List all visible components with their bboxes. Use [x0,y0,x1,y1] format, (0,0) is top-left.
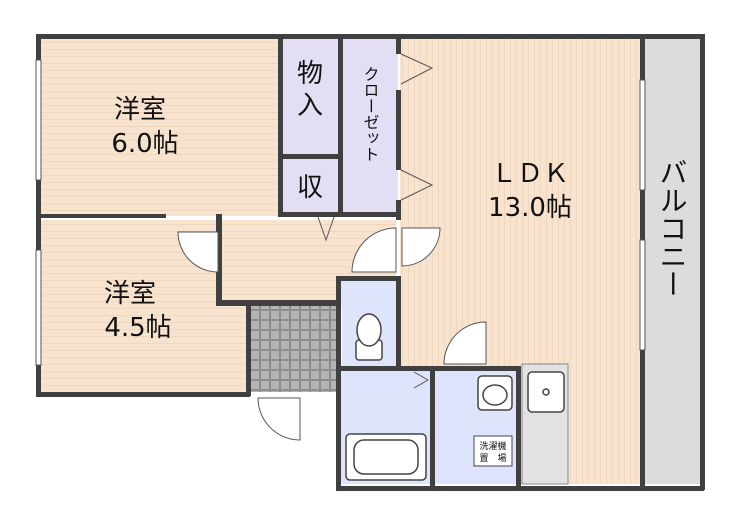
closet-label: クローゼット [361,66,380,162]
storage-floor [282,38,338,154]
ldk-size: 13.0帖 [488,193,572,223]
bathtub-fixture [345,433,427,481]
doors [177,53,487,441]
closet-small-label: 収 [297,173,323,203]
balcony-floor [644,38,700,484]
closet-small-floor [282,158,338,214]
western-room-2-size: 4.5帖 [104,313,171,343]
western-room-1-floor [40,38,278,216]
western-room-1-name: 洋室 [114,95,166,125]
windows [35,59,646,366]
balcony-label: バルコニー [656,158,689,298]
closet-floor [342,38,398,214]
storage-label-char-1: 物 [297,59,323,89]
sink-fixture [477,375,513,411]
laundry-label-line-1: 洗濯機 [479,440,506,452]
toilet-fixture [355,313,383,361]
laundry-space [473,435,513,467]
storage-label-char-2: 入 [297,91,323,121]
western-room-1-size: 6.0帖 [111,129,178,159]
laundry-label-line-2: 置 場 [479,452,506,464]
western-room-2-name: 洋室 [104,279,156,309]
ldk-name: ＬＤＫ [491,159,569,189]
kitchen-sink-fixture [527,371,565,413]
entrance-tiles [250,306,336,392]
